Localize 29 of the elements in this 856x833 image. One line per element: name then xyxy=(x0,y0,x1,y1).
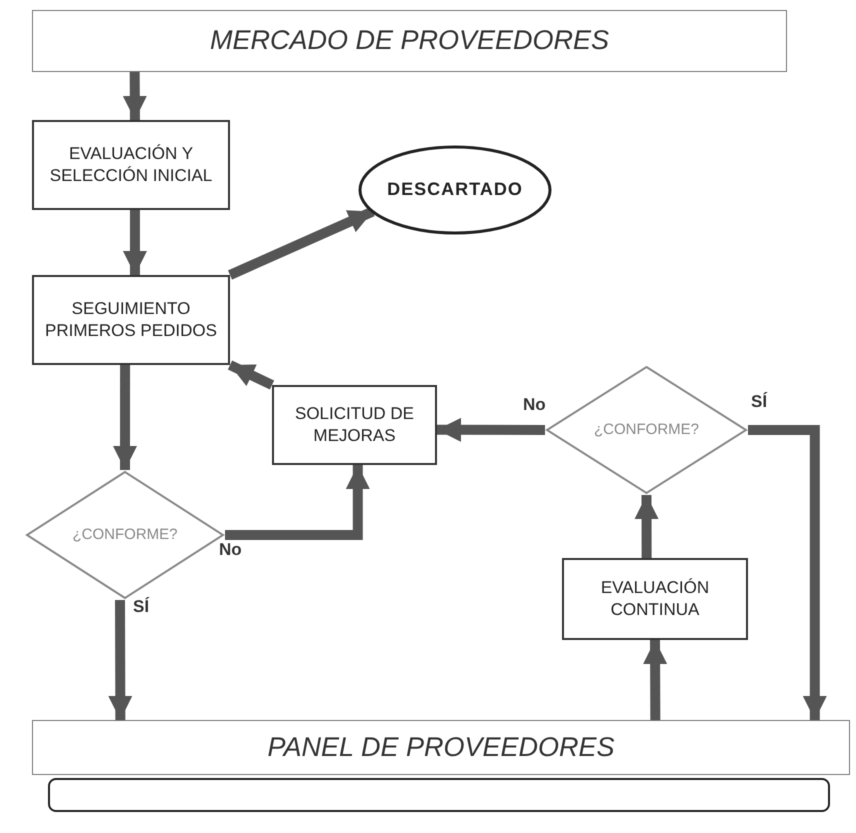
arrow xyxy=(228,360,274,390)
title-band xyxy=(32,10,787,72)
empty-box xyxy=(48,778,830,812)
process-box xyxy=(32,120,230,210)
arrow xyxy=(122,210,147,275)
node-label: EVALUACIÓN CONTINUA xyxy=(600,576,710,621)
arrow xyxy=(122,72,147,120)
arrow xyxy=(108,600,132,720)
arrow xyxy=(113,365,138,470)
title-band xyxy=(32,720,850,775)
node-label: EVALUACIÓN Y SELECCIÓN INICIAL xyxy=(48,142,214,187)
process-box xyxy=(32,275,230,365)
arrow xyxy=(748,425,827,720)
node-label: ¿CONFORME? xyxy=(72,525,178,545)
node-label: PANEL DE PROVEEDORES xyxy=(267,730,615,764)
node-label: MERCADO DE PROVEEDORES xyxy=(210,24,610,58)
arrow xyxy=(436,418,546,442)
node-label: SOLICITUD DE MEJORAS xyxy=(294,402,416,447)
process-box xyxy=(562,558,748,640)
arrow xyxy=(634,494,659,558)
node-label: DESCARTADO xyxy=(387,178,523,202)
process-box xyxy=(272,385,437,465)
arrow xyxy=(643,640,668,720)
arrow xyxy=(228,206,375,280)
arrow xyxy=(225,465,370,540)
decision-diamond xyxy=(545,365,748,495)
terminal-ellipse xyxy=(358,145,552,235)
node-label: SEGUIMIENTO PRIMEROS PEDIDOS xyxy=(44,298,218,342)
node-label: ¿CONFORME? xyxy=(594,420,699,440)
